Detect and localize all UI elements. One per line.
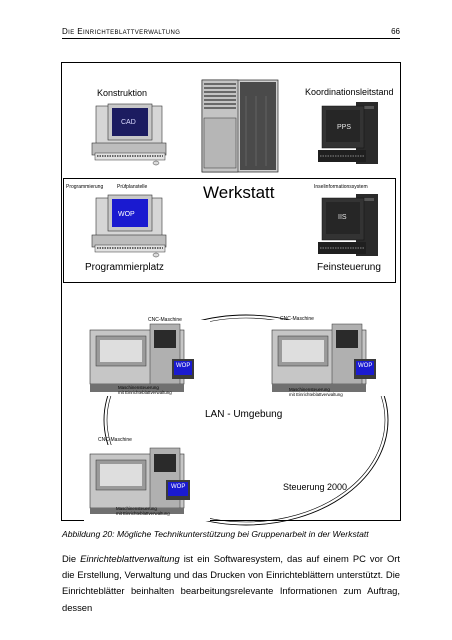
label-ms-right-line2: mit Einrichteblattverwaltung (289, 392, 343, 398)
label-wop-bottom: WOP (171, 484, 186, 490)
chapter-title: Die Einrichteblattverwaltung (62, 27, 181, 36)
label-ms-left-line2: mit Einrichteblattverwaltung (118, 390, 172, 396)
label-pps: PPS (337, 124, 352, 131)
wop-programming-computer (91, 194, 167, 258)
label-iis: IIS (338, 214, 347, 221)
label-wop-programmierplatz: WOP (118, 211, 135, 218)
label-maschinensteuerung-left: Maschinensteuerung mit Einrichteblattver… (118, 385, 172, 395)
label-cad: CAD (121, 119, 136, 126)
label-wop-right: WOP (358, 363, 373, 369)
label-ms-left-line1: Maschinensteuerung (118, 385, 159, 390)
label-cnc-left: CNC-Maschine (148, 317, 182, 323)
running-header: Die Einrichteblattverwaltung 66 (62, 27, 400, 36)
label-ms-bottom-line2: mit Einrichteblattverwaltung (116, 511, 170, 517)
cad-computer (91, 103, 167, 166)
label-wop-left: WOP (176, 363, 191, 369)
label-programmierung: Programmierung (66, 184, 104, 190)
workstation-tower (201, 79, 279, 173)
pps-computer (318, 102, 378, 164)
iis-computer (318, 194, 378, 256)
body-rest: ist ein Softwaresystem, das auf einem PC… (62, 553, 401, 613)
figure-caption: Abbildung 20: Mögliche Technikunterstütz… (62, 529, 369, 539)
lan-ring-inner (106, 317, 386, 523)
label-cnc-right: CNC-Maschine (280, 316, 314, 322)
body-paragraph: Die Einrichteblattverwaltung ist ein Sof… (62, 551, 400, 616)
cnc-machine-right (271, 323, 376, 392)
lan-ring (103, 314, 389, 526)
label-koordinationsleitstand: Koordinationsleitstand (305, 87, 394, 97)
label-werkstatt: Werkstatt (203, 183, 275, 202)
body-term: Einrichteblattverwaltung (80, 553, 180, 564)
cnc-machine-left (89, 323, 194, 392)
label-programmierplatz: Programmierplatz (85, 262, 164, 273)
werkstatt-frame (63, 178, 396, 283)
label-steuerung-2000: Steuerung 2000 (283, 482, 348, 492)
figure-frame (61, 62, 401, 521)
body-intro: Die (62, 553, 81, 564)
label-konstruktion: Konstruktion (97, 88, 148, 98)
label-pruefplanstelle: Prüfplanstelle (117, 184, 148, 190)
label-inselinformationssystem: Inselinformationssystem (314, 184, 368, 190)
cnc-machine-bottom (89, 447, 190, 514)
label-maschinensteuerung-bottom: Maschinensteuerung mit Einrichteblattver… (116, 506, 170, 516)
header-rule (62, 38, 400, 39)
label-maschinensteuerung-right: Maschinensteuerung mit Einrichteblattver… (289, 387, 343, 397)
label-lan-umgebung: LAN - Umgebung (205, 409, 283, 420)
page-number: 66 (391, 27, 400, 36)
label-cnc-bottom: CNC-Maschine (98, 437, 132, 443)
label-feinsteuerung: Feinsteuerung (317, 262, 381, 273)
label-ms-bottom-line1: Maschinensteuerung (116, 506, 157, 511)
label-ms-right-line1: Maschinensteuerung (289, 387, 330, 392)
